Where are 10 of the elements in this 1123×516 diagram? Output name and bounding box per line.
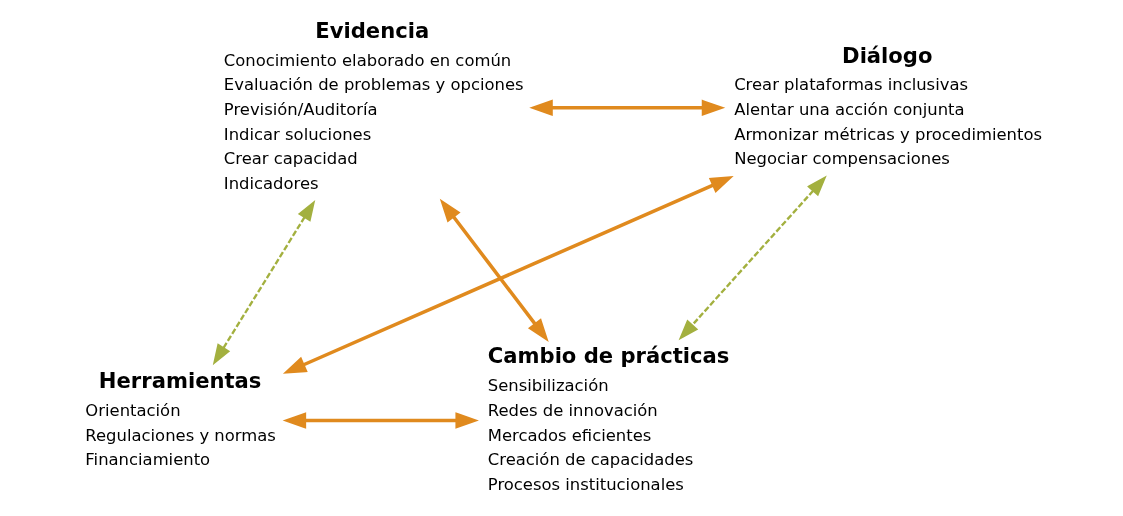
arrow xyxy=(678,175,827,341)
arrow xyxy=(282,176,734,374)
node-text: Evidencia Conocimiento elaborado en común Evaluación de problemas y opciones Previsión/Auditoría Indicar soluciones Crear capacidad Indicadores xyxy=(223,17,524,194)
node-text: Cambio de prácticas Sensibilización Redes de innovación Mercados eficientes Creación de capacidades Procesos institucionales xyxy=(487,343,729,494)
arrow xyxy=(282,412,479,429)
arrow xyxy=(439,198,549,342)
node-text: Diálogo Crear plataformas inclusivas Alentar una acción conjunta Armonizar métricas y procedimientos Negociar compensaciones xyxy=(733,42,1042,169)
arrow xyxy=(212,199,315,366)
node-text: Herramientas Orientación Regulaciones y normas Financiamiento xyxy=(84,368,276,470)
arrow xyxy=(528,99,725,117)
